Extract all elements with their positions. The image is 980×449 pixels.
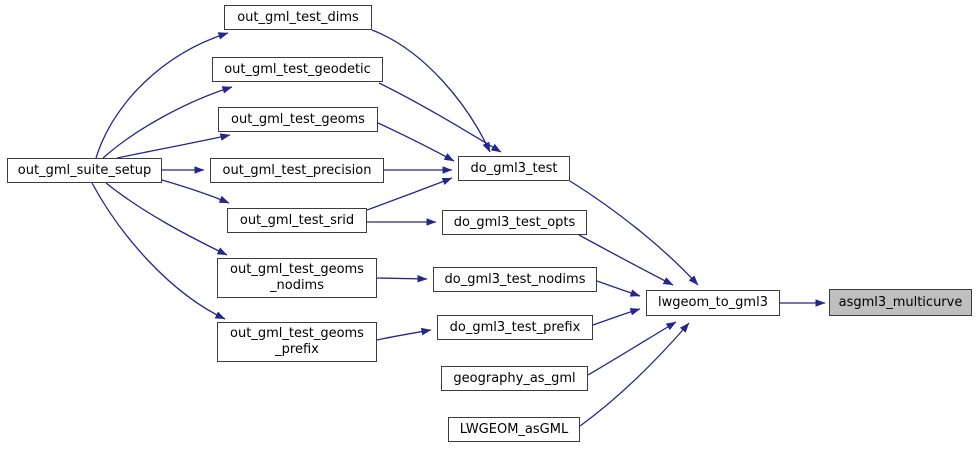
node-do_gml3_test_nodims[interactable]: do_gml3_test_nodims xyxy=(433,267,597,292)
edge-out_gml_test_geoms-to-do_gml3_test xyxy=(377,122,455,162)
node-out_gml_suite_setup[interactable]: out_gml_suite_setup xyxy=(7,158,162,183)
node-out_gml_test_dims[interactable]: out_gml_test_dims xyxy=(224,5,372,30)
edge-out_gml_test_dims-to-do_gml3_test xyxy=(371,29,491,153)
node-lwgeom_to_gml3[interactable]: lwgeom_to_gml3 xyxy=(646,290,780,316)
edge-do_gml3_test_opts-to-lwgeom_to_gml3 xyxy=(578,234,674,286)
edge-out_gml_suite_setup-to-out_gml_test_geoms_prefix xyxy=(91,182,226,320)
node-out_gml_test_geoms_nodims[interactable]: out_gml_test_geoms _nodims xyxy=(217,258,377,298)
node-out_gml_test_geoms[interactable]: out_gml_test_geoms xyxy=(218,107,378,132)
edge-out_gml_test_geodetic-to-do_gml3_test xyxy=(378,82,502,153)
edge-out_gml_suite_setup-to-out_gml_test_srid xyxy=(161,179,230,204)
edge-out_gml_test_geoms_prefix-to-do_gml3_test_prefix xyxy=(376,327,432,341)
node-do_gml3_test[interactable]: do_gml3_test xyxy=(458,156,570,181)
edge-group xyxy=(91,29,826,427)
edge-out_gml_suite_setup-to-out_gml_test_geoms_nodims xyxy=(105,182,228,256)
node-do_gml3_test_opts[interactable]: do_gml3_test_opts xyxy=(442,210,587,235)
node-out_gml_test_geoms_prefix[interactable]: out_gml_test_geoms _prefix xyxy=(217,322,377,362)
node-out_gml_test_srid[interactable]: out_gml_test_srid xyxy=(227,208,367,233)
node-out_gml_test_precision[interactable]: out_gml_test_precision xyxy=(210,158,384,183)
edge-out_gml_test_geoms_nodims-to-do_gml3_test_nodims xyxy=(376,275,428,283)
node-do_gml3_test_prefix[interactable]: do_gml3_test_prefix xyxy=(437,315,593,340)
edge-out_gml_suite_setup-to-out_gml_test_dims xyxy=(95,32,229,159)
edge-do_gml3_test_nodims-to-lwgeom_to_gml3 xyxy=(596,280,641,297)
edge-out_gml_suite_setup-to-out_gml_test_geoms xyxy=(116,133,231,159)
edge-out_gml_test_srid-to-do_gml3_test xyxy=(366,177,453,211)
edge-do_gml3_test-to-lwgeom_to_gml3 xyxy=(569,180,699,286)
edge-out_gml_suite_setup-to-out_gml_test_geodetic xyxy=(102,86,233,159)
node-geography_as_gml[interactable]: geography_as_gml xyxy=(441,366,588,391)
node-asgml3_multicurve: asgml3_multicurve xyxy=(829,289,972,316)
node-LWGEOM_asGML[interactable]: LWGEOM_asGML xyxy=(448,417,580,442)
edge-geography_as_gml-to-lwgeom_to_gml3 xyxy=(587,321,677,376)
node-out_gml_test_geodetic[interactable]: out_gml_test_geodetic xyxy=(212,57,383,82)
edge-do_gml3_test_prefix-to-lwgeom_to_gml3 xyxy=(592,308,641,326)
edge-LWGEOM_asGML-to-lwgeom_to_gml3 xyxy=(579,322,690,427)
